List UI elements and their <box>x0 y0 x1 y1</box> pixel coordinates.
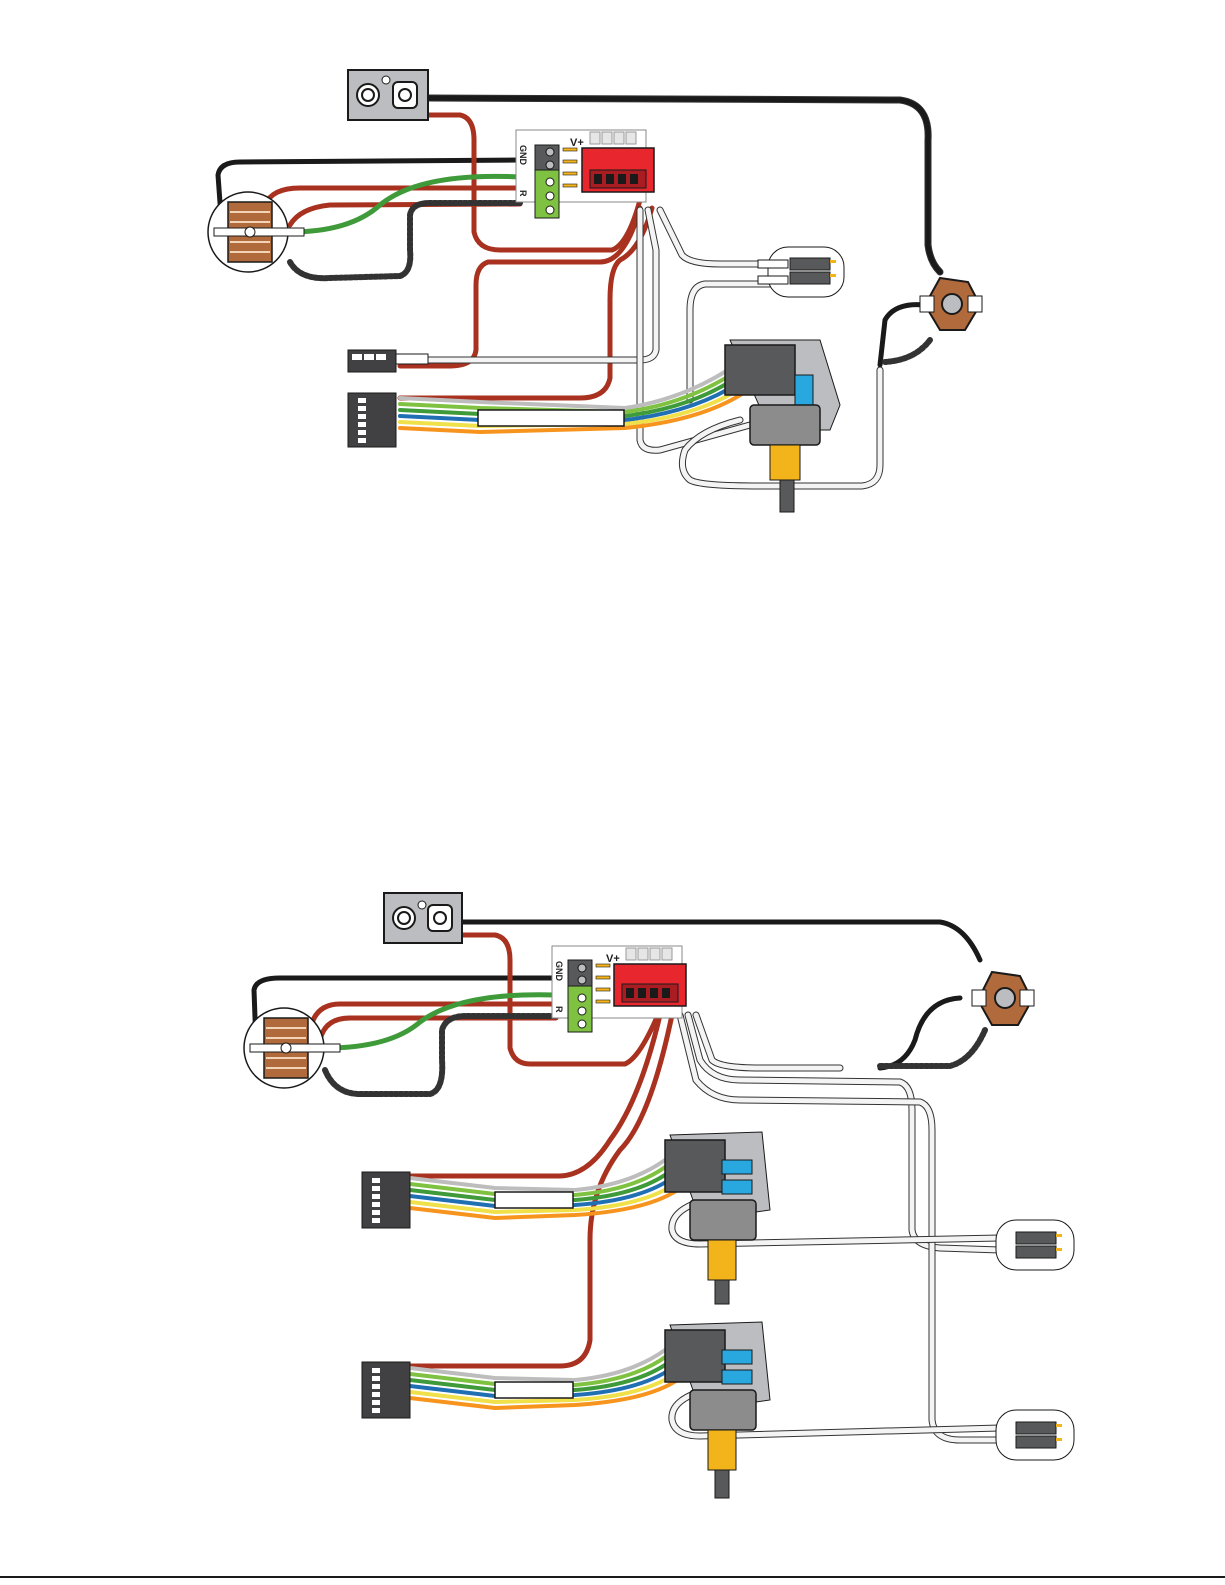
6-pin-connector-bottom-1 <box>362 1172 410 1228</box>
heat-shrink-sleeve-top <box>478 410 624 426</box>
screw-terminal-green <box>568 986 592 1032</box>
board-label-vplus: V+ <box>570 137 584 149</box>
heat-shrink-sleeve-bottom-2 <box>495 1382 573 1398</box>
push-pull-pot-bottom-1 <box>665 1132 770 1304</box>
white-wire-battery-dotted <box>880 1030 985 1066</box>
black-wire-jack-to-battery <box>428 98 940 272</box>
red-wire-pickup-2 <box>320 1018 556 1040</box>
2-pin-connector-top <box>348 350 428 372</box>
white-wire-board-to-battery <box>696 1015 840 1068</box>
board-label-gnd: GND <box>554 961 564 982</box>
red-connector <box>614 964 686 1006</box>
red-wire-pickup-2 <box>290 204 520 225</box>
stereo-header-top <box>758 247 844 297</box>
black-wire-battery-side <box>880 998 960 1068</box>
screw-terminal-green <box>535 170 559 218</box>
white-wire-pickup <box>325 1016 556 1094</box>
screw-terminal-gray <box>568 960 592 988</box>
6-pin-connector-bottom-2 <box>362 1362 410 1418</box>
preamp-board-bottom: GND R V+ <box>552 946 686 1032</box>
board-label-vplus: V+ <box>606 953 620 965</box>
black-wire-jack-to-battery <box>462 922 980 960</box>
wiring-diagram-bottom: GND R V+ <box>244 893 1074 1498</box>
board-label-gnd: GND <box>518 145 528 166</box>
push-pull-pot-bottom-2 <box>665 1322 770 1498</box>
red-wire-to-2pin <box>400 208 640 366</box>
output-jack-plate-bottom <box>384 893 462 943</box>
ribbon-cable-bottom-1 <box>410 1160 684 1218</box>
screw-terminal-gray <box>535 145 559 173</box>
white-wire-board-to-2pin <box>400 210 656 360</box>
jack-switch-icon <box>393 82 417 108</box>
battery-snap-top <box>920 278 982 330</box>
white-wire-battery-dotted <box>885 340 930 362</box>
stereo-header-bottom-2 <box>996 1410 1074 1460</box>
board-label-right: R <box>518 190 528 197</box>
6-pin-connector-top <box>348 393 396 447</box>
wiring-diagram-top: GND R V+ <box>208 70 982 512</box>
white-wire-pickup <box>290 203 520 278</box>
red-wire-to-6pin <box>400 208 652 398</box>
battery-snap-bottom <box>972 972 1034 1025</box>
output-jack-plate-top <box>348 70 428 120</box>
white-wire-board-to-header-1 <box>660 210 778 264</box>
board-label-right: R <box>554 1006 564 1013</box>
heat-shrink-sleeve-bottom-1 <box>495 1192 573 1208</box>
preamp-board-top: GND R V+ <box>516 130 654 218</box>
ribbon-cable-bottom-2 <box>410 1350 684 1408</box>
red-connector <box>582 148 654 192</box>
jack-switch-icon <box>428 905 452 931</box>
stereo-header-bottom-1 <box>996 1220 1074 1270</box>
red-wire-to-6pin-1 <box>410 1015 660 1176</box>
